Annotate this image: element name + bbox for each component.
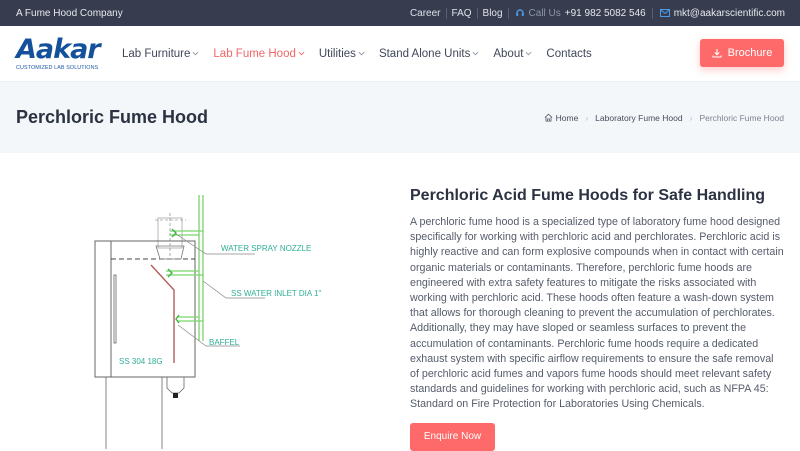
nav-about[interactable]: About — [493, 48, 532, 60]
product-description: Perchloric Acid Fume Hoods for Safe Hand… — [400, 183, 785, 451]
page-header: Perchloric Fume Hood Home › Laboratory F… — [0, 82, 800, 153]
section-heading: Perchloric Acid Fume Hoods for Safe Hand… — [410, 187, 766, 204]
brochure-button[interactable]: Brochure — [700, 39, 784, 67]
nav-label: Lab Furniture — [122, 47, 191, 60]
logo-wordmark: Aakar — [16, 33, 101, 65]
breadcrumb-home[interactable]: Home — [544, 112, 579, 123]
nav-label: Utilities — [318, 47, 356, 60]
fume-hood-diagram: WATER SPRAY NOZZLE SS WATER INLET DIA 1"… — [0, 183, 400, 449]
description-text: A perchloric fume hood is a specialized … — [410, 216, 784, 411]
chevron-down-icon — [472, 51, 479, 56]
enquire-now-button[interactable]: Enquire Now — [410, 422, 495, 451]
email-link[interactable]: mkt@aakarscientific.com — [653, 8, 785, 19]
chevron-down-icon — [358, 51, 365, 56]
nav-lab-fume-hood[interactable]: Lab Fume Hood — [213, 47, 305, 60]
download-icon — [712, 49, 722, 58]
chevron-down-icon — [298, 51, 305, 56]
nav-stand-alone-units[interactable]: Stand Alone Units — [379, 48, 479, 60]
mail-icon — [659, 9, 670, 17]
main-header: Aakar CUSTOMIZED LAB SOLUTIONS Lab Furni… — [0, 26, 800, 82]
label-material: SS 304 18G — [119, 357, 163, 366]
brochure-label: Brochure — [727, 47, 773, 59]
logo-tagline: CUSTOMIZED LAB SOLUTIONS — [16, 64, 99, 71]
email-address: mkt@aakarscientific.com — [673, 7, 785, 19]
logo[interactable]: Aakar CUSTOMIZED LAB SOLUTIONS — [16, 34, 106, 74]
main-nav: Lab Furniture Lab Fume Hood Utilities St… — [122, 48, 592, 60]
nav-label: About — [493, 47, 524, 60]
nav-lab-furniture[interactable]: Lab Furniture — [122, 48, 199, 60]
career-link[interactable]: Career — [410, 7, 447, 19]
main-content: WATER SPRAY NOZZLE SS WATER INLET DIA 1"… — [0, 153, 800, 451]
diagram-drawing: WATER SPRAY NOZZLE SS WATER INLET DIA 1"… — [94, 195, 321, 449]
nav-utilities[interactable]: Utilities — [319, 48, 365, 60]
label-water-spray-nozzle: WATER SPRAY NOZZLE — [221, 244, 311, 253]
breadcrumb-current: Perchloric Fume Hood — [699, 112, 784, 123]
chevron-down-icon — [525, 51, 532, 56]
chevron-down-icon — [192, 51, 199, 56]
top-bar: A Fume Hood Company Career FAQ Blog Call… — [0, 0, 800, 26]
label-ss-water-inlet: SS WATER INLET DIA 1" — [231, 289, 321, 298]
call-label: Call Us — [528, 7, 561, 19]
nav-contacts[interactable]: Contacts — [546, 48, 591, 60]
top-links: Career FAQ Blog Call Us +91 982 5082 546… — [410, 7, 785, 19]
blog-link[interactable]: Blog — [478, 7, 509, 19]
chevron-right-icon: › — [689, 112, 693, 123]
faq-link[interactable]: FAQ — [447, 7, 478, 19]
nav-label: Lab Fume Hood — [213, 47, 296, 60]
breadcrumb: Home › Laboratory Fume Hood › Perchloric… — [544, 113, 784, 123]
home-icon — [544, 113, 553, 122]
tagline: A Fume Hood Company — [16, 7, 123, 19]
page-title: Perchloric Fume Hood — [16, 107, 209, 127]
label-baffel: BAFFEL — [209, 338, 240, 347]
chevron-right-icon: › — [585, 112, 589, 123]
headset-icon — [515, 9, 524, 16]
breadcrumb-laboratory-fume-hood[interactable]: Laboratory Fume Hood — [595, 112, 683, 123]
nav-label: Contacts — [546, 47, 592, 60]
call-us[interactable]: Call Us +91 982 5082 546 — [509, 7, 653, 19]
phone-number: +91 982 5082 546 — [564, 7, 646, 19]
nav-label: Stand Alone Units — [378, 47, 471, 60]
breadcrumb-label: Home — [555, 112, 579, 123]
